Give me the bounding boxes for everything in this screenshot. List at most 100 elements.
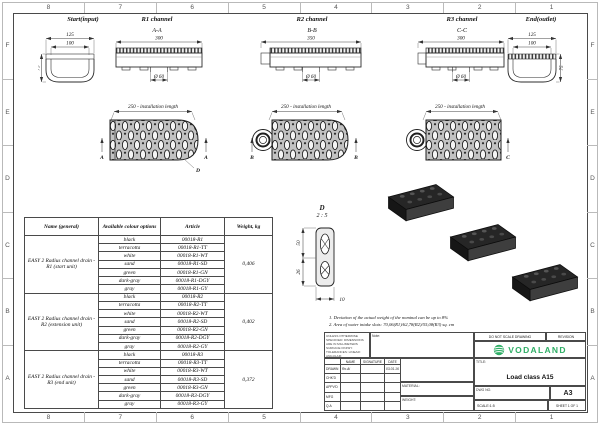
dim-10: 10 xyxy=(339,297,345,303)
brand-name: VODALAND xyxy=(508,344,567,355)
dim-125: 125 xyxy=(66,32,74,38)
colour-cell: terracotta xyxy=(98,300,161,311)
dim-install-r1: 250 - installation length xyxy=(128,104,178,110)
weight-cell-r2: 0,402 xyxy=(224,292,273,352)
dim-d60-r3: Ø 60 xyxy=(455,74,467,80)
colour-cell: sand xyxy=(98,374,161,385)
group-name-r1: EASY 2 Radius channel drain - R1 (start … xyxy=(24,235,99,294)
mfg-name xyxy=(340,391,361,402)
table-row: EASY 2 Radius channel drain - R3 (end un… xyxy=(24,350,273,409)
qa-date xyxy=(384,400,401,412)
spare-cell xyxy=(400,358,474,382)
view-title-r1: R1 channel xyxy=(141,16,173,23)
note-cell-label: Note: xyxy=(372,334,381,338)
colour-cell: white xyxy=(98,251,161,261)
grid-row-label: B xyxy=(587,278,598,345)
grid-col-label: 1 xyxy=(515,2,587,13)
colour-cell: green xyxy=(98,383,161,393)
grid-row-label: B xyxy=(2,278,13,345)
view-title-end: End(outlet) xyxy=(525,16,557,23)
dim-300-r1: 300 xyxy=(155,36,163,42)
weight-cell-r1: 0,406 xyxy=(224,235,273,294)
grid-col-label: 7 xyxy=(83,2,156,13)
section-marker-a-right: A xyxy=(203,155,208,161)
article-cell: 00018-R2-DGY xyxy=(160,333,225,344)
dim-50: 50 xyxy=(296,240,302,246)
dim-125: 125 xyxy=(528,32,536,38)
grid-ref-right: F E D C B A xyxy=(587,13,598,411)
article-cell: 00018-R3-SD xyxy=(160,374,225,385)
group-name-r2: EASY 2 Radius channel drain - R2 (extens… xyxy=(24,292,99,352)
grid-col-label: 5 xyxy=(227,2,300,13)
section-label-aa: A-A xyxy=(152,28,162,34)
grid-ref-left: F E D C B A xyxy=(2,13,13,411)
detail-callout-d: D xyxy=(195,168,200,174)
chkd-date xyxy=(384,373,401,384)
section-label-cc: C-C xyxy=(456,28,467,34)
drawing-title: Load class A15 xyxy=(506,374,554,381)
detail-d-label: D xyxy=(319,204,325,212)
qa-name xyxy=(340,400,361,412)
col-header-name: Name (general) xyxy=(24,217,99,236)
section-marker-c-right: C xyxy=(506,155,510,161)
weight-label: WEIGHT: xyxy=(402,398,417,402)
dim-350: 350 xyxy=(307,36,315,42)
colour-cell: sand xyxy=(98,317,161,327)
dim-300-r3: 300 xyxy=(457,36,465,42)
sheet-cell: SHEET 1 OF 1 xyxy=(548,400,586,411)
article-cell: 00018-R2 xyxy=(160,292,225,302)
grid-col-label: 2 xyxy=(443,2,515,13)
r3-plan-view: 250 - installation length C xyxy=(406,104,510,161)
colour-cell: dark-gray xyxy=(98,333,161,344)
article-cell: 00018-R2-GY xyxy=(160,342,225,352)
grid-col-label: 6 xyxy=(155,2,228,13)
appvd-date xyxy=(384,382,401,393)
colour-cell: terracotta xyxy=(98,358,161,368)
end-front-view: 125 100 75 xyxy=(507,32,564,83)
view-title-start: Start(input) xyxy=(67,16,99,23)
col-header-weight: Weight, kg xyxy=(224,217,273,236)
grid-ref-bottom: 8 7 6 5 4 3 2 1 xyxy=(13,412,587,423)
dim-d60-r2: Ø 60 xyxy=(305,74,317,80)
r1-section-view: 300 Ø 60 xyxy=(115,36,203,82)
section-label-bb: B-B xyxy=(307,28,317,34)
colour-cell: gray xyxy=(98,284,161,294)
grid-col-label: 1 xyxy=(515,412,587,423)
sig-row-qa: Q.A xyxy=(324,400,341,412)
grid-col-label: 3 xyxy=(371,2,443,13)
colour-cell: dark-gray xyxy=(98,391,161,401)
col-header-article: Article xyxy=(160,217,225,236)
article-cell: 00018-R2-GN xyxy=(160,325,225,335)
article-cell: 00018-R1-DGY xyxy=(160,276,225,286)
brand-logo-cell: VODALAND xyxy=(474,341,586,358)
dim-75: 75 xyxy=(38,65,42,71)
article-cell: 00018-R1-WT xyxy=(160,251,225,261)
drawn-date: 03.01.16 xyxy=(384,363,401,375)
colour-cell: black xyxy=(98,234,161,245)
dim-install-r3: 250 - installation length xyxy=(435,104,485,110)
title-label: TITLE: xyxy=(476,360,487,364)
article-cell: 00018-R3-DGY xyxy=(160,391,225,401)
weight-cell: WEIGHT: xyxy=(400,396,474,411)
grid-row-label: D xyxy=(2,145,13,212)
col-header-colour: Available colour options xyxy=(98,217,161,236)
colour-cell: sand xyxy=(98,259,161,269)
colour-cell: white xyxy=(98,309,161,319)
grid-col-label: 7 xyxy=(83,412,156,423)
article-cell: 00018-R3-WT xyxy=(160,366,225,376)
article-cell: 00018-R3-TT xyxy=(160,358,225,368)
dim-75: 75 xyxy=(559,65,564,71)
start-front-view: 125 100 75 xyxy=(38,32,95,83)
material-label: MATERIAL: xyxy=(402,384,420,388)
chkd-signature xyxy=(360,373,385,384)
dim-26: 26 xyxy=(296,269,302,275)
title-cell: TITLE: Load class A15 xyxy=(474,358,586,386)
table-row: EASY 2 Radius channel drain - R2 (extens… xyxy=(24,292,273,352)
drawn-name: Ro.Ai xyxy=(340,363,361,375)
vodaland-logo: VODALAND xyxy=(475,342,585,357)
colour-cell: white xyxy=(98,366,161,376)
dim-d60-r1: Ø 60 xyxy=(153,74,165,80)
grid-col-label: 3 xyxy=(371,412,443,423)
